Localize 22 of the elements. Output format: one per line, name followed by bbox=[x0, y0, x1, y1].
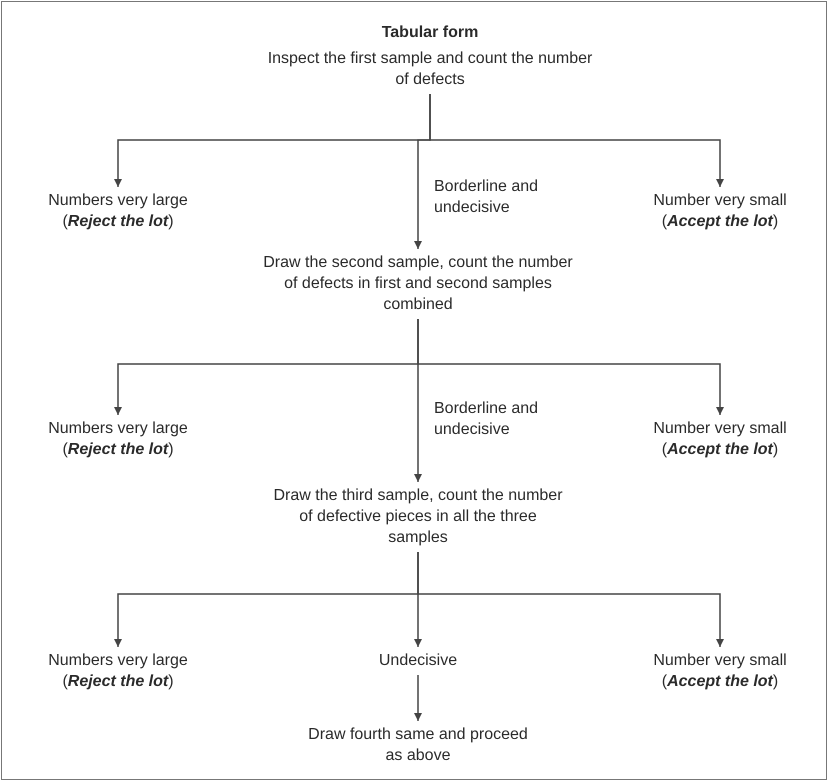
arrow bbox=[417, 552, 724, 647]
node-text: (Reject the lot) bbox=[61, 440, 175, 460]
node-text: (Accept the lot) bbox=[660, 672, 780, 692]
node-text: Number very small bbox=[652, 651, 788, 671]
node-text: (Accept the lot) bbox=[660, 440, 780, 460]
node-text: (Accept the lot) bbox=[660, 212, 780, 232]
node-text: Numbers very large bbox=[47, 651, 189, 671]
node-text: (Reject the lot) bbox=[61, 212, 175, 232]
node-text: Number very small bbox=[652, 191, 788, 211]
node-text: Number very small bbox=[652, 419, 788, 439]
node-text: Numbers very large bbox=[47, 419, 189, 439]
arrow bbox=[429, 94, 724, 187]
node-text: Inspect the first sample and count the number of defects bbox=[266, 49, 594, 90]
node-text: Draw the second sample, count the number of defects in first and second samples combined bbox=[262, 253, 574, 315]
node-text: Numbers very large bbox=[47, 191, 189, 211]
arrow bbox=[417, 319, 724, 415]
node-text: (Reject the lot) bbox=[61, 672, 175, 692]
title: Tabular form bbox=[380, 24, 480, 42]
node-text: Draw the third sample, count the number of defective pieces in all the three samples bbox=[272, 486, 564, 548]
arrow bbox=[414, 675, 422, 721]
node-text: Undecisive bbox=[378, 651, 458, 671]
node-text: Draw fourth same and proceed as above bbox=[307, 725, 529, 766]
